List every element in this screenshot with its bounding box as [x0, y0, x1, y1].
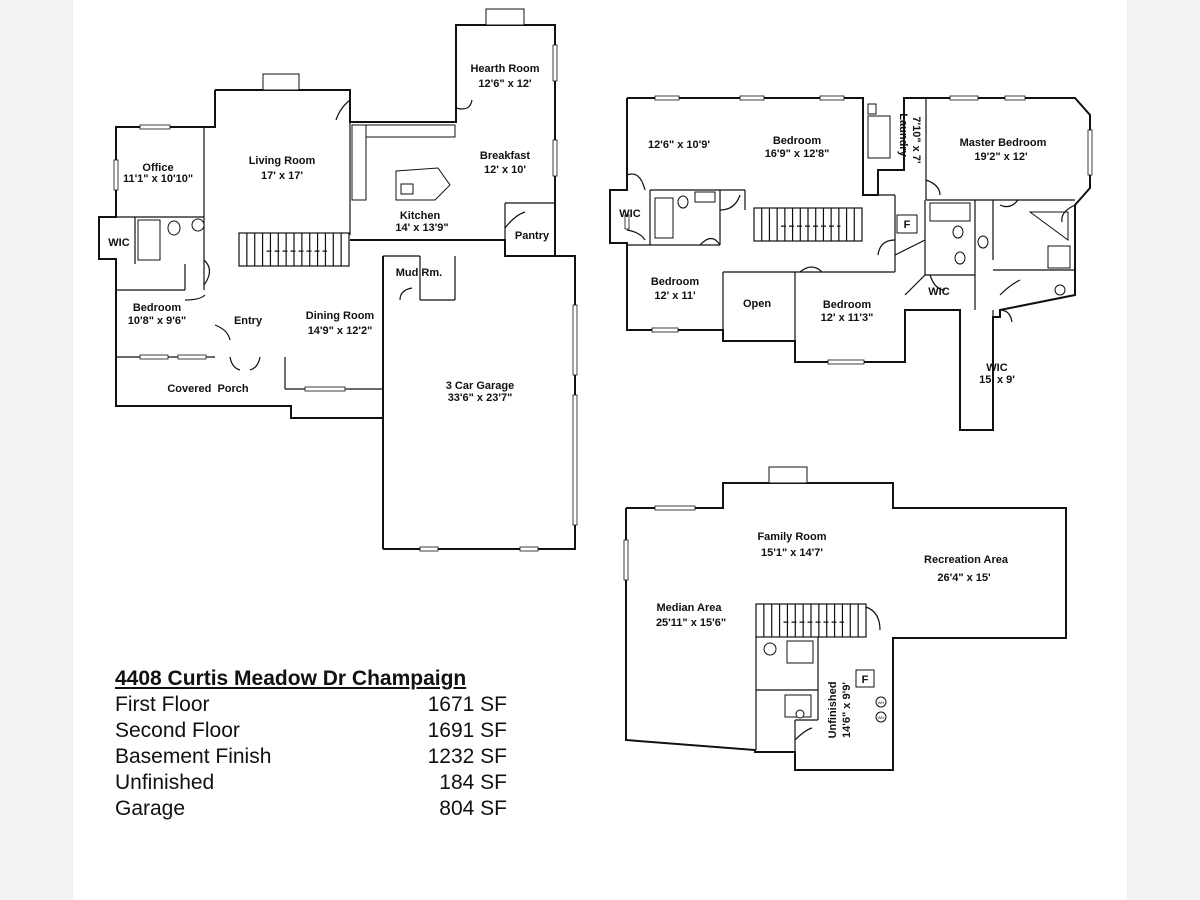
hearth-room-dims: 12'6" x 12' [478, 78, 532, 90]
area-row-value: 1671 SF [427, 693, 507, 716]
area-row-value: 804 SF [439, 797, 507, 820]
area-row-label: First Floor [115, 693, 210, 716]
entry-label: Entry [234, 315, 263, 327]
unfinished-label: Unfinished [827, 682, 839, 739]
bedroom-a-dims: 12'6" x 10'9' [648, 139, 710, 151]
dining-room-dims: 14'9" x 12'2" [308, 325, 373, 337]
area-row-label: Unfinished [115, 771, 215, 794]
garage-dims: 33'6" x 23'7" [448, 392, 513, 404]
bedroom-d-label: Bedroom [823, 299, 872, 311]
area-summary: 4408 Curtis Meadow Dr Champaign First Fl… [115, 666, 545, 822]
living-room-dims: 17' x 17' [261, 170, 303, 182]
area-row-value: 1232 SF [427, 745, 507, 768]
office-dims: 11'1" x 10'10" [123, 173, 193, 185]
second-floor-plan [609, 95, 1093, 431]
area-row-label: Basement Finish [115, 745, 272, 768]
basement-stairs [755, 603, 867, 638]
basement-plan [623, 466, 1067, 771]
area-row: Unfinished 184 SF [115, 770, 545, 796]
bedroom-b-dims: 16'9" x 12'8" [765, 148, 830, 160]
bedroom-b-label: Bedroom [773, 135, 822, 147]
unfinished-dims: 14'6" x 9'9' [841, 682, 853, 738]
kitchen-label: Kitchen [400, 210, 441, 222]
median-area-dims: 25'11" x 15'6" [656, 617, 726, 629]
open-area-label: Open [743, 298, 771, 310]
covered-porch-label: Covered Porch [167, 383, 249, 395]
bedroom-c-dims: 12' x 11' [654, 290, 696, 302]
mud-room-label: Mud Rm. [396, 267, 442, 279]
second-floor-wic-mid-label: WIC [928, 286, 949, 298]
area-row-value: 184 SF [439, 771, 507, 794]
laundry-dims: 7'10" x 7' [910, 116, 922, 164]
master-bedroom-dims: 19'2" x 12' [974, 151, 1028, 163]
garage-label: 3 Car Garage [446, 380, 514, 392]
area-row-label: Garage [115, 797, 186, 820]
bedroom-d-dims: 12' x 11'3" [821, 312, 874, 324]
laundry-label: Laundry [897, 113, 909, 157]
second-floor-furnace-label: F [904, 219, 911, 231]
floor-plan-sheet [73, 0, 1127, 900]
area-row: First Floor 1671 SF [115, 692, 545, 718]
family-room-dims: 15'1" x 14'7' [761, 547, 823, 559]
second-floor-wic-left-label: WIC [619, 208, 640, 220]
recreation-area-dims: 26'4" x 15' [937, 572, 991, 584]
master-wic-dims: 15' x 9' [979, 374, 1015, 386]
second-floor-stairs [753, 207, 863, 242]
property-address-title: 4408 Curtis Meadow Dr Champaign [115, 667, 467, 690]
basement-furnace-label: F [862, 674, 869, 686]
dining-room-label: Dining Room [306, 310, 375, 322]
first-floor-wic-label: WIC [108, 237, 129, 249]
breakfast-label: Breakfast [480, 150, 530, 162]
water-heater-1-label: WH [878, 700, 885, 705]
area-row: Basement Finish 1232 SF [115, 744, 545, 770]
master-wic-label: WIC [986, 362, 1007, 374]
first-floor-bedroom-dims: 10'8" x 9'6" [128, 315, 186, 327]
area-row: Garage 804 SF [115, 796, 545, 822]
kitchen-dims: 14' x 13'9" [395, 222, 448, 234]
hearth-room-label: Hearth Room [470, 63, 539, 75]
area-row-label: Second Floor [115, 719, 240, 742]
water-heater-2-label: WH [878, 715, 885, 720]
first-floor-stairs [238, 232, 350, 267]
bedroom-c-label: Bedroom [651, 276, 700, 288]
first-floor-plan [98, 8, 578, 552]
median-area-label: Median Area [656, 602, 722, 614]
first-floor-bedroom-label: Bedroom [133, 302, 182, 314]
living-room-label: Living Room [249, 155, 316, 167]
office-label: Office [142, 162, 173, 174]
breakfast-dims: 12' x 10' [484, 164, 526, 176]
master-bedroom-label: Master Bedroom [960, 137, 1047, 149]
pantry-label: Pantry [515, 230, 550, 242]
area-row: Second Floor 1691 SF [115, 718, 545, 744]
family-room-label: Family Room [757, 531, 826, 543]
recreation-area-label: Recreation Area [924, 554, 1009, 566]
area-row-value: 1691 SF [427, 719, 507, 742]
